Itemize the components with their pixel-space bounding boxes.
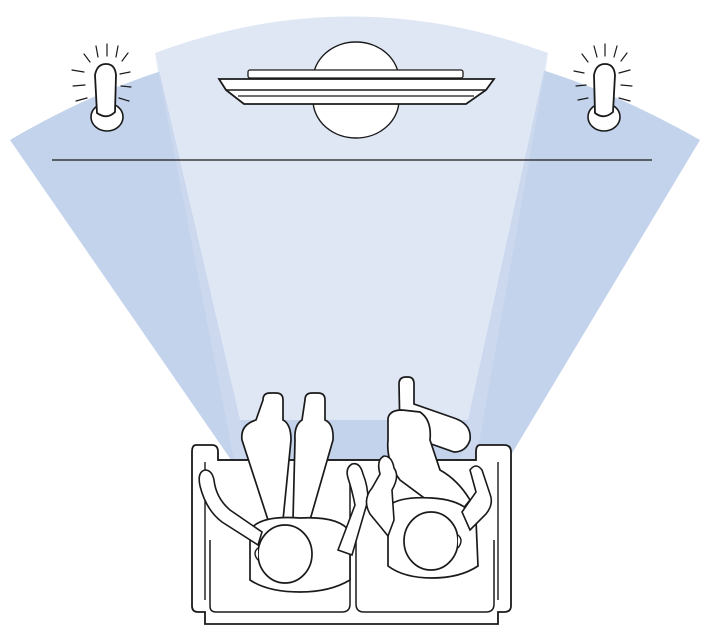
left-speaker-sound-rays	[71, 43, 132, 102]
listener-right-head	[403, 511, 459, 571]
listener-left-ear	[254, 547, 259, 561]
center-sound-fan	[155, 16, 548, 420]
tv-back-ridge	[247, 69, 464, 79]
speaker-top-view-icon	[573, 43, 633, 132]
listener-left-right-leg	[292, 392, 334, 521]
listener-left-left-arm	[198, 469, 263, 547]
person-top-view-icon	[365, 376, 493, 579]
right-beam-overlap	[447, 55, 548, 528]
sound-field	[10, 16, 700, 532]
person-top-view-icon	[198, 392, 369, 593]
left-speaker-body	[94, 63, 117, 118]
sofa-left-cushion	[209, 470, 351, 613]
listener-left-head	[257, 524, 313, 584]
sofa-right-cushion	[355, 470, 495, 613]
left-beam-overlap	[155, 55, 266, 532]
right-speaker-body	[593, 63, 616, 118]
listener-right-ear	[457, 534, 462, 549]
flat-tv-top-view-icon	[217, 41, 496, 139]
listener-left-left-leg	[240, 392, 292, 521]
right-speaker-sound-rays	[573, 43, 633, 102]
listener-right-left-arm	[365, 455, 398, 538]
speaker-top-view-icon	[71, 43, 132, 132]
listener-left-right-arm	[336, 462, 369, 557]
tv-panel	[217, 78, 496, 105]
listener-right-right-arm	[461, 465, 493, 532]
